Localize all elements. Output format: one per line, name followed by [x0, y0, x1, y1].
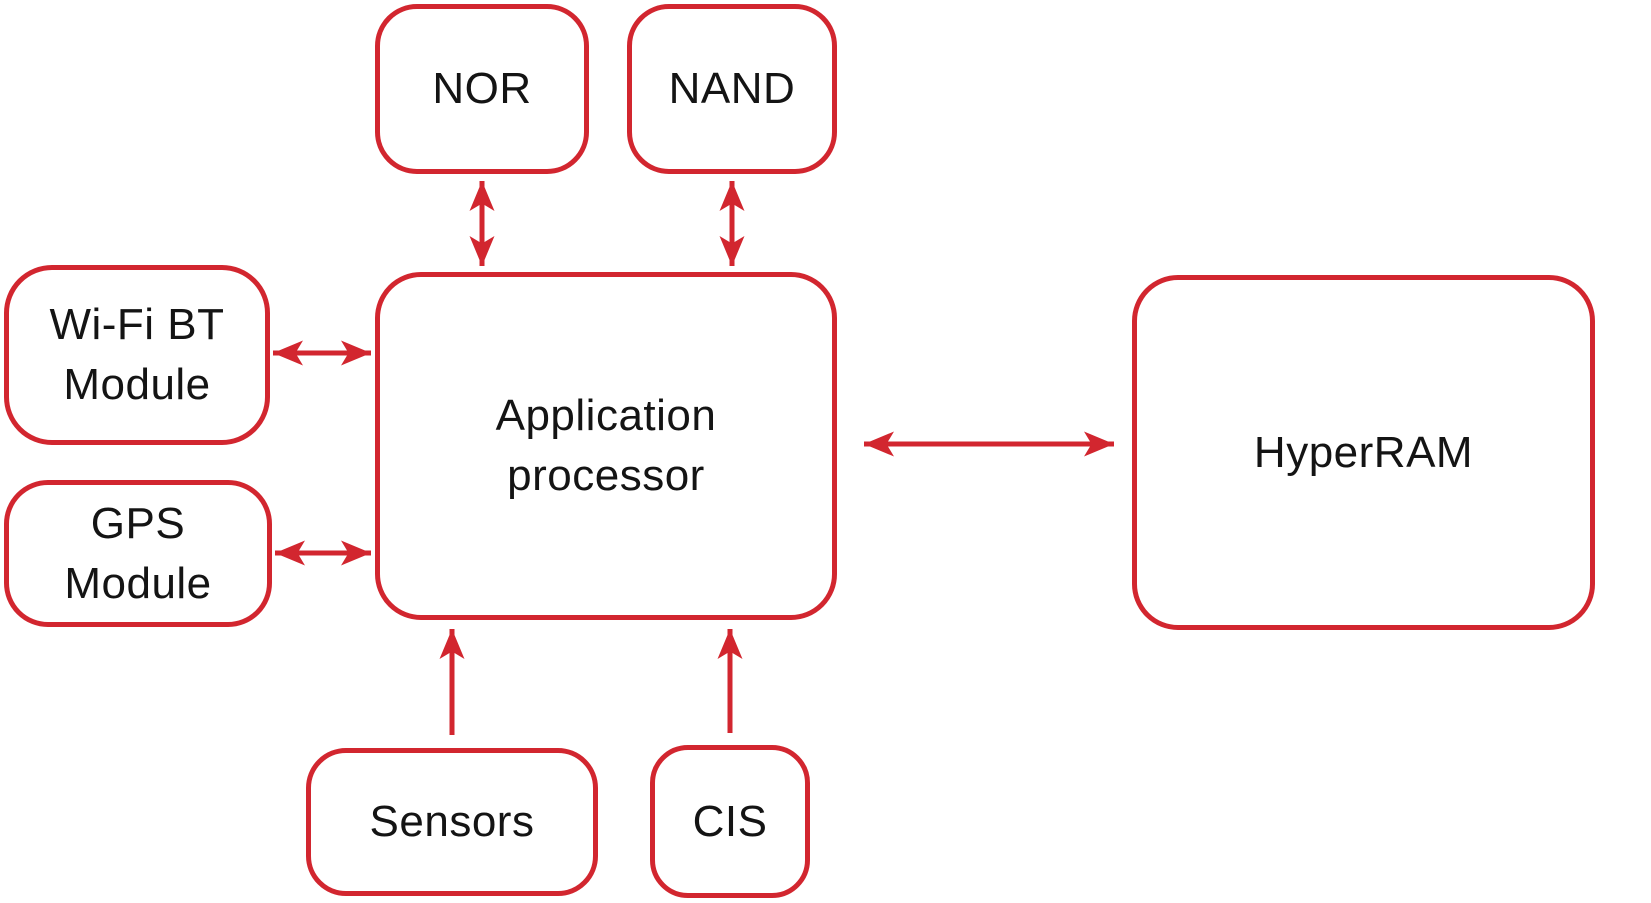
block-nor-label: NOR	[432, 64, 532, 114]
block-wifi-bt-module-label: Wi-Fi BT Module	[49, 300, 225, 409]
block-application-processor-label: Application processor	[495, 391, 717, 500]
block-nand-label: NAND	[668, 64, 796, 114]
block-gps-module-label: GPS Module	[64, 498, 212, 608]
block-wifi-bt-module: Wi-Fi BT Module	[4, 265, 270, 445]
block-hyperram: HyperRAM	[1132, 275, 1595, 630]
block-hyperram-label: HyperRAM	[1253, 427, 1474, 477]
block-cis: CIS	[650, 745, 810, 898]
block-sensors-label: Sensors	[369, 797, 535, 847]
block-nand: NAND	[627, 4, 837, 174]
block-cis-label: CIS	[692, 796, 768, 846]
block-application-processor: Application processor	[375, 272, 837, 620]
block-gps-module: GPS Module	[4, 480, 272, 627]
block-sensors: Sensors	[306, 748, 598, 896]
block-nor: NOR	[375, 4, 589, 174]
